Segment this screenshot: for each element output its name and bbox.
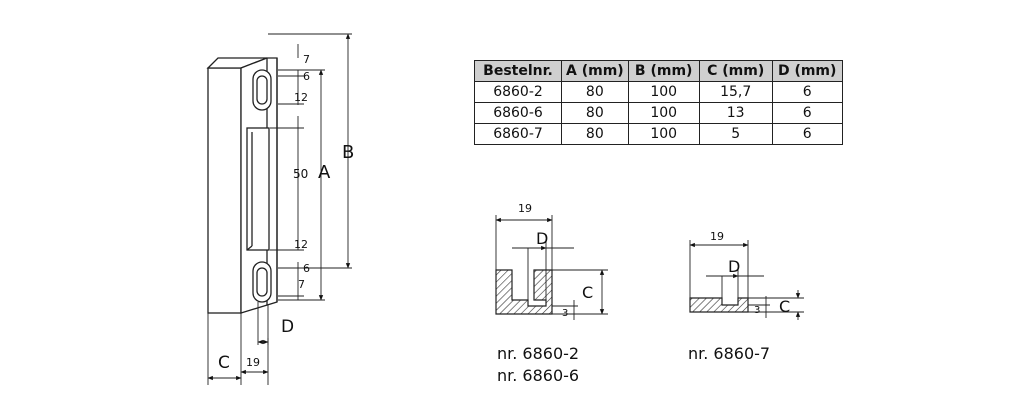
section-right-dim-3: 3	[754, 305, 760, 316]
header-c: C (mm)	[698, 60, 773, 82]
dim-label-c: C	[218, 353, 230, 373]
strike-plate-front-face	[207, 67, 242, 314]
section-left-label-d: D	[536, 229, 548, 248]
caption-6860-2: nr. 6860-2	[497, 344, 580, 363]
section-left-label-c: C	[582, 283, 593, 302]
table-header-row: Bestelnr. A (mm) B (mm) C (mm) D (mm)	[474, 60, 843, 82]
cell-bestelnr: 6860-2	[474, 81, 562, 103]
cell-b: 100	[627, 102, 700, 124]
dim-6-top: 6	[303, 70, 310, 83]
cell-bestelnr: 6860-7	[474, 123, 562, 145]
header-d: D (mm)	[771, 60, 843, 82]
section-view-right	[689, 240, 804, 320]
section-right-label-c: C	[779, 297, 790, 316]
header-a: A (mm)	[561, 60, 629, 82]
cell-a: 80	[561, 102, 629, 124]
table-row: 6860-2 80 100 15,7 6	[474, 81, 843, 103]
cell-c: 5	[698, 123, 773, 145]
dim-label-a: A	[318, 162, 331, 183]
cell-b: 100	[627, 123, 700, 145]
dim-12-top: 12	[294, 91, 308, 104]
section-right-dim-19: 19	[710, 230, 724, 243]
section-view-left	[495, 215, 608, 320]
dim-50: 50	[293, 167, 308, 181]
cell-bestelnr: 6860-6	[474, 102, 562, 124]
dim-12-bottom: 12	[294, 238, 308, 251]
cell-b: 100	[627, 81, 700, 103]
cell-d: 6	[771, 123, 843, 145]
dim-label-b: B	[342, 142, 354, 163]
cell-d: 6	[771, 81, 843, 103]
section-left-profile	[495, 269, 553, 315]
header-bestelnr: Bestelnr.	[474, 60, 562, 82]
cell-c: 15,7	[698, 81, 773, 103]
dim-label-d: D	[281, 317, 294, 337]
section-left-dim-3: 3	[562, 308, 568, 319]
section-right-profile	[689, 297, 749, 313]
spec-table: Bestelnr. A (mm) B (mm) C (mm) D (mm) 68…	[474, 60, 843, 145]
center-opening	[246, 127, 270, 251]
table-row: 6860-7 80 100 5 6	[474, 123, 843, 145]
cell-d: 6	[771, 102, 843, 124]
main-dimensions	[207, 33, 352, 385]
cell-a: 80	[561, 81, 629, 103]
dim-7-bottom: 7	[298, 278, 305, 291]
dim-7-top: 7	[303, 53, 310, 66]
dim-6-bottom: 6	[303, 262, 310, 275]
cell-a: 80	[561, 123, 629, 145]
table-row: 6860-6 80 100 13 6	[474, 102, 843, 124]
dim-19: 19	[246, 356, 260, 369]
caption-6860-7: nr. 6860-7	[688, 344, 771, 363]
section-left-dim-19: 19	[518, 202, 532, 215]
header-b: B (mm)	[627, 60, 700, 82]
strike-plate-view	[206, 57, 278, 314]
section-right-label-d: D	[728, 257, 740, 276]
cell-c: 13	[698, 102, 773, 124]
caption-6860-6: nr. 6860-6	[497, 366, 580, 385]
